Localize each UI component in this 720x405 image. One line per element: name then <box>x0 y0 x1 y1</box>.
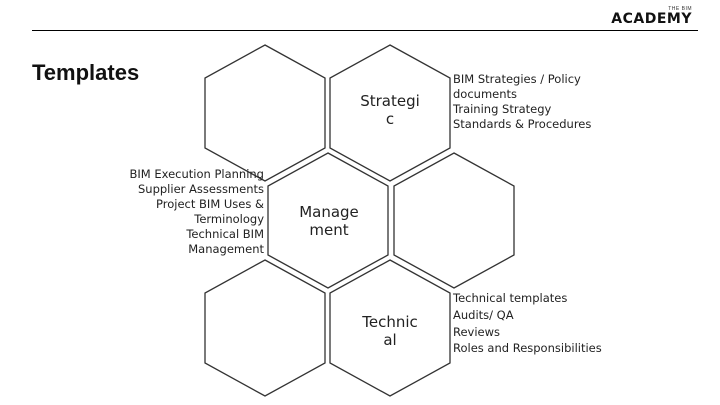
hex-management <box>267 152 389 289</box>
logo-small-text: THE BIM <box>668 6 692 12</box>
list-item: Training Strategy <box>453 102 552 116</box>
hex-top-left <box>204 44 326 182</box>
hex-label-strategic: Strategi c <box>360 92 420 128</box>
list-item: Supplier Assessments <box>137 182 264 196</box>
hex-bottom-left <box>204 259 326 397</box>
hex-label-technical: Technic al <box>362 313 418 349</box>
list-item: Project BIM Uses & Terminology <box>156 197 264 226</box>
academy-logo: THE BIM ACADEMY <box>611 6 692 26</box>
hex-technical <box>329 259 451 397</box>
strategic-list: BIM Strategies / Policy documents Traini… <box>453 72 603 132</box>
header-rule <box>32 30 698 31</box>
list-item: BIM Strategies / Policy documents <box>453 72 581 101</box>
list-item: Technical BIM Management <box>186 227 264 256</box>
list-item: Standards & Procedures <box>453 117 592 131</box>
page-title: Templates <box>32 60 140 85</box>
management-list: BIM Execution Planning Supplier Assessme… <box>128 167 265 257</box>
list-item: Reviews <box>453 325 501 339</box>
logo-main-text: ACADEMY <box>611 11 692 27</box>
technical-list: Technical templates Audits/ QA Reviews R… <box>453 290 613 355</box>
list-item: Roles and Responsibilities <box>453 341 602 355</box>
hex-strategic <box>329 44 451 182</box>
list-item: Technical templates <box>453 291 568 305</box>
hex-middle-right <box>393 152 515 289</box>
list-item: BIM Execution Planning <box>129 167 265 181</box>
hex-label-management: Manage ment <box>299 203 359 239</box>
list-item: Audits/ QA <box>453 308 514 322</box>
